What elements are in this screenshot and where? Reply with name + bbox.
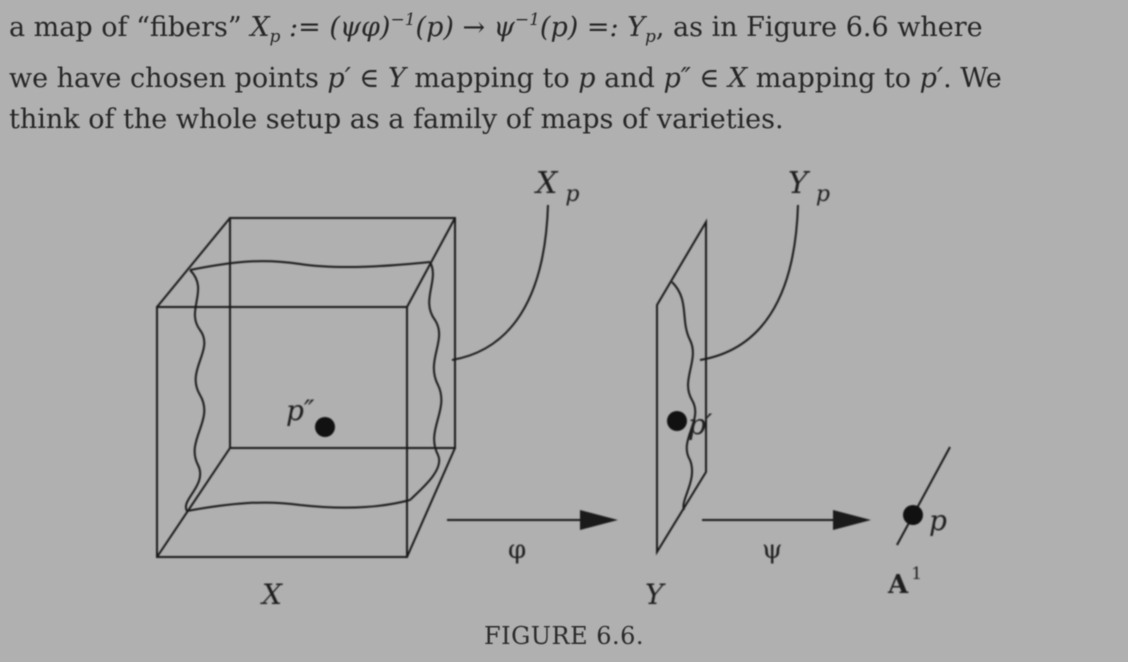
math-base: Y [627,12,645,43]
math-run: p′ [919,63,944,94]
text-run: mapping to [747,63,920,94]
math-subscript: p [269,27,281,47]
paragraph-line-2: we have chosen points p′ ∈ Y mapping to … [9,58,1119,99]
math-run: (p) → ψ [415,12,515,43]
math-superscript: −1 [514,10,540,30]
cube-edge [156,217,231,308]
label-psi: ψ [762,535,782,565]
math-subscript: p [644,27,656,47]
xp-leader-line [451,204,549,361]
cube-back-face [229,217,456,449]
yp-leader-line [699,204,799,361]
cube-front-face [156,306,408,558]
point-p-double-prime [315,417,335,437]
math-xp: Xp [250,12,280,47]
text-run: , as in Figure 6.6 where [655,12,983,43]
cube-edge [156,447,231,558]
point-p-prime [667,411,687,431]
point-p [903,505,923,525]
math-superscript: −1 [390,10,416,30]
math-run: p′ ∈ Y [327,63,406,94]
paragraph-line-3: think of the whole setup as a family of … [9,104,784,135]
plane-y [656,218,707,556]
cube-edge [406,447,456,558]
fiber-xp-top-curve [189,260,431,271]
math-run: := (ψφ) [280,12,391,43]
body-paragraph: a map of “fibers” Xp := (ψφ)−1(p) → ψ−1(… [9,0,1119,140]
fiber-xp-left-wave [184,269,206,512]
paragraph-line-1: a map of “fibers” Xp := (ψφ)−1(p) → ψ−1(… [9,0,1119,58]
text-run: mapping to [405,63,579,94]
affine-line [896,446,951,546]
text-run: we have chosen points [9,63,328,94]
arrow-psi-head [833,510,871,530]
arrow-phi-head [580,510,618,530]
math-run: p [578,63,596,94]
label-p-prime: p′ [688,408,713,441]
fiber-yp-wave [671,281,697,511]
text-run: a map of “fibers” [9,12,251,43]
label-p: p [929,504,947,537]
label-phi: φ [508,535,526,565]
fiber-xp-right-wave [409,261,443,501]
label-x: X [260,578,283,611]
text-run: and [595,63,664,94]
math-run: p″ ∈ X [663,63,748,94]
fiber-xp-bottom-curve [186,499,411,512]
math-run: (p) =: [539,12,628,43]
math-yp: Yp [627,12,656,47]
figure-caption: FIGURE 6.6. [483,622,645,650]
text-run: . We [943,63,1002,94]
math-base: X [250,12,270,43]
label-p-double-prime: p″ [286,394,315,427]
label-y: Y [645,578,666,611]
